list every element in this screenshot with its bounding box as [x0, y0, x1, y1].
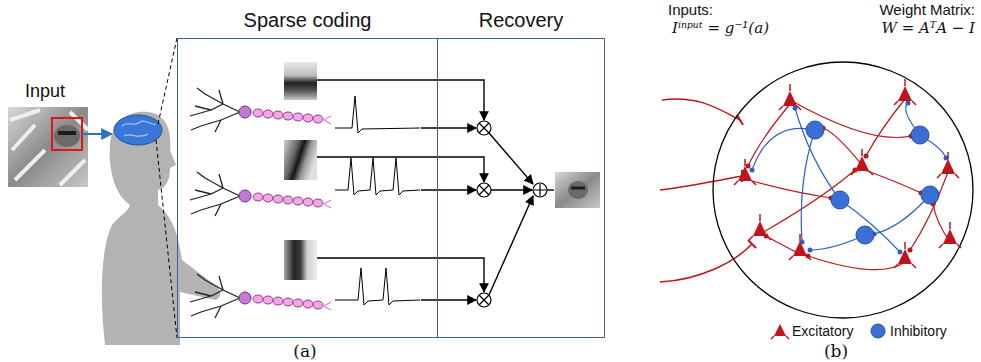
excitatory-neuron: [734, 79, 961, 268]
wire: [489, 196, 533, 295]
inhibitory-connection: [752, 103, 946, 252]
photo-face: [54, 125, 80, 147]
panel-title: Sparse coding: [178, 8, 437, 32]
wire: [317, 157, 484, 182]
wire: [421, 189, 476, 190]
weight-formula: W = AᵀA − I: [840, 19, 975, 37]
spike-trace: [335, 268, 420, 305]
legend-entry: Excitatory: [770, 322, 855, 340]
person-silhouette: [102, 112, 220, 345]
excitatory-synapse: [746, 126, 936, 259]
legend-entry: Inhibitory: [868, 322, 949, 340]
sum-symbol: [533, 183, 547, 197]
panel-title: Recovery: [438, 8, 604, 32]
legend-swatch: [868, 322, 888, 340]
neuron: [190, 274, 331, 318]
inhibitory-neuron: [806, 121, 939, 244]
panel-box: Recovery: [437, 38, 605, 338]
legend-text: Inhibitory: [888, 323, 949, 339]
crop-box: [52, 118, 82, 150]
photo-face: [568, 181, 588, 199]
spike-trace: [335, 158, 420, 195]
inhibitory-synapse: [750, 101, 949, 255]
excitatory-connection: [745, 99, 950, 270]
output-photo: [555, 172, 600, 208]
panel-letter: (a): [280, 342, 330, 360]
brain-folds: [122, 121, 156, 136]
wire: [547, 189, 554, 190]
excitatory-symbol: [771, 336, 789, 339]
multiplier-symbol: [477, 121, 491, 307]
dictionary-patch: [284, 140, 317, 180]
photo-leaves: [10, 110, 88, 185]
wire: [317, 80, 484, 120]
zoom-lines: [156, 38, 177, 338]
dictionary-patch: [284, 62, 317, 100]
input-formula: Iⁱⁿᵖᵘᵗ = g⁻¹(a): [672, 19, 812, 37]
photo-mask: [571, 187, 585, 190]
photo-mask: [58, 131, 76, 135]
wire: [317, 258, 484, 292]
weight-label: Weight Matrix:: [850, 1, 975, 19]
wire: [421, 299, 476, 300]
inputs-label: Inputs:: [668, 1, 788, 19]
wire: [489, 133, 533, 184]
excitatory-symbol: [774, 324, 786, 336]
input-fiber: [660, 99, 752, 282]
panel-box: Sparse coding: [177, 38, 438, 338]
panel-letter: (b): [811, 342, 861, 360]
dictionary-patch: [284, 240, 317, 280]
input-photo: [8, 107, 88, 187]
wire: [421, 127, 476, 128]
legend-text: Excitatory: [790, 323, 855, 339]
spike-trace: [335, 96, 420, 133]
inhibitory-symbol: [871, 324, 885, 338]
legend-swatch: [770, 322, 790, 340]
network-boundary: [713, 62, 973, 318]
input-label: Input: [12, 82, 78, 100]
wire: [491, 189, 532, 190]
brain: [114, 115, 162, 145]
input-arrow: [82, 133, 112, 135]
